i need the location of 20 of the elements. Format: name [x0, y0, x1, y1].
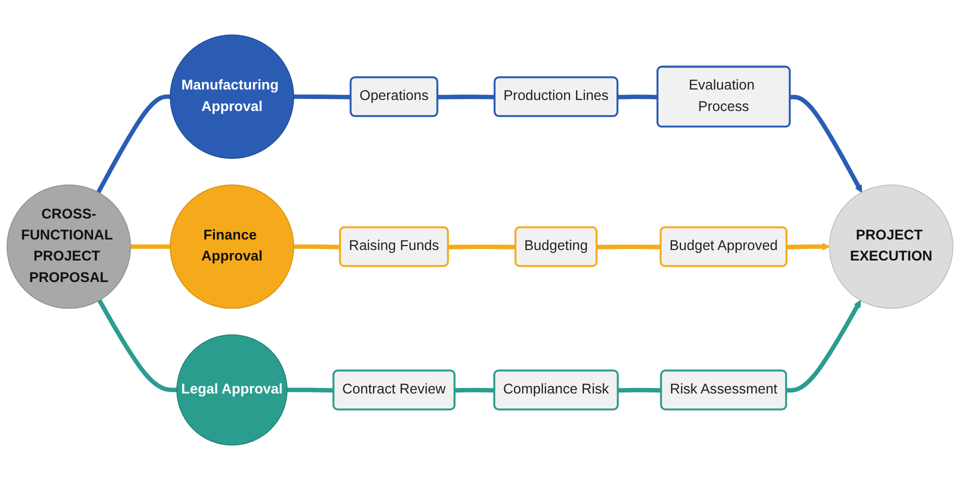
node-circle: Legal Approval	[176, 334, 288, 446]
connector	[130, 244, 170, 249]
arrow	[786, 242, 830, 250]
connector	[448, 244, 516, 250]
arrow	[790, 94, 862, 193]
node-circle: PROJECT EXECUTION	[829, 184, 954, 309]
node-circle: Manufacturing Approval	[170, 34, 294, 159]
connector	[438, 94, 496, 100]
connector	[618, 388, 662, 393]
arrow	[786, 300, 861, 393]
connector	[287, 388, 334, 393]
connector	[97, 299, 177, 392]
node-circle: CROSS-FUNCTIONAL PROJECT PROPOSAL	[6, 184, 131, 309]
connector	[618, 94, 658, 100]
node-circle: Finance Approval	[170, 184, 294, 309]
connector	[597, 244, 662, 250]
connector	[454, 388, 495, 393]
connector	[294, 94, 352, 100]
connector	[294, 244, 341, 250]
connector	[96, 94, 170, 194]
